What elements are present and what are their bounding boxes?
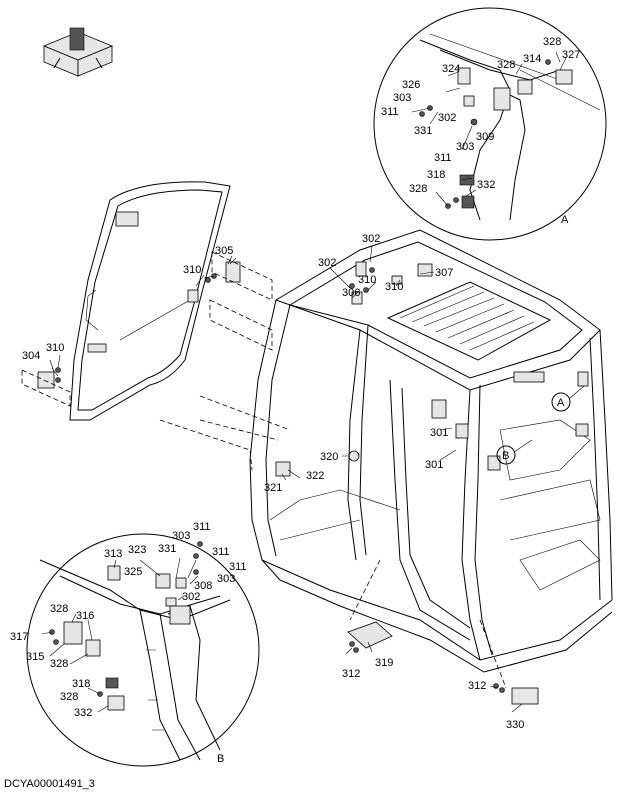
callout: 301 — [430, 427, 448, 439]
callout: 310 — [183, 264, 201, 276]
callout: 311 — [193, 521, 211, 533]
callout: 322 — [306, 470, 324, 482]
callout: 302 — [318, 257, 336, 269]
callout: 313 — [104, 548, 122, 560]
view-marker: B — [502, 450, 509, 462]
callout: 317 — [10, 631, 28, 643]
cab-door — [21, 181, 273, 421]
callout: 324 — [442, 63, 460, 75]
callout: 311 — [229, 561, 247, 573]
callout: 304 — [22, 350, 40, 362]
machine-orientation-icon — [42, 27, 114, 77]
callout: 318 — [72, 678, 90, 690]
drawing-code: DCYA00001491_3 — [4, 778, 95, 790]
callout: 307 — [435, 267, 453, 279]
callout: 303 — [217, 573, 235, 585]
callout: 323 — [128, 544, 146, 556]
callout: 328 — [543, 36, 561, 48]
callout: 306 — [342, 287, 360, 299]
callout: 312 — [342, 668, 360, 680]
callout: 328 — [409, 183, 427, 195]
callout: 328 — [497, 59, 515, 71]
callout: 302 — [182, 591, 200, 603]
callout: 305 — [215, 245, 233, 257]
callout: 330 — [506, 719, 524, 731]
view-marker: A — [561, 214, 569, 226]
callout: 316 — [76, 610, 94, 622]
callout: 314 — [523, 53, 541, 65]
view-marker: A — [557, 397, 565, 409]
detail-a-view: 328 327 324 328 314 326 303 311 302 309 … — [373, 7, 607, 241]
callout: 331 — [158, 543, 176, 555]
callout: 328 — [60, 691, 78, 703]
callout: 302 — [362, 233, 380, 245]
callout: 312 — [468, 680, 486, 692]
callout: 311 — [381, 106, 399, 118]
cab-frame: 305 310 302 302 307 306 310 310 304 310 … — [22, 229, 613, 731]
callout: 332 — [477, 179, 495, 191]
callout: 302 — [438, 112, 456, 124]
callout: 321 — [264, 482, 282, 494]
callout: 311 — [212, 546, 230, 558]
callout: 311 — [434, 152, 452, 164]
detail-b-view: 303 311 313 323 331 311 325 311 308 303 … — [10, 521, 260, 767]
callout: 332 — [74, 707, 92, 719]
callout: 328 — [50, 603, 68, 615]
callout: 315 — [26, 651, 44, 663]
callout: 319 — [375, 657, 393, 669]
callout: 310 — [358, 274, 376, 286]
callout: 303 — [393, 92, 411, 104]
callout: 301 — [425, 459, 443, 471]
callout: 318 — [427, 169, 445, 181]
callout: 309 — [476, 131, 494, 143]
callout: 303 — [456, 141, 474, 153]
callout: 310 — [385, 281, 403, 293]
callout: 328 — [50, 658, 68, 670]
callout: 325 — [124, 566, 142, 578]
callout: 326 — [402, 79, 420, 91]
callout: 310 — [46, 342, 64, 354]
callout: 327 — [562, 49, 580, 61]
callout: 331 — [414, 125, 432, 137]
callout: 303 — [172, 530, 190, 542]
view-marker: B — [217, 753, 224, 765]
callout: 308 — [194, 580, 212, 592]
callout: 320 — [320, 451, 338, 463]
